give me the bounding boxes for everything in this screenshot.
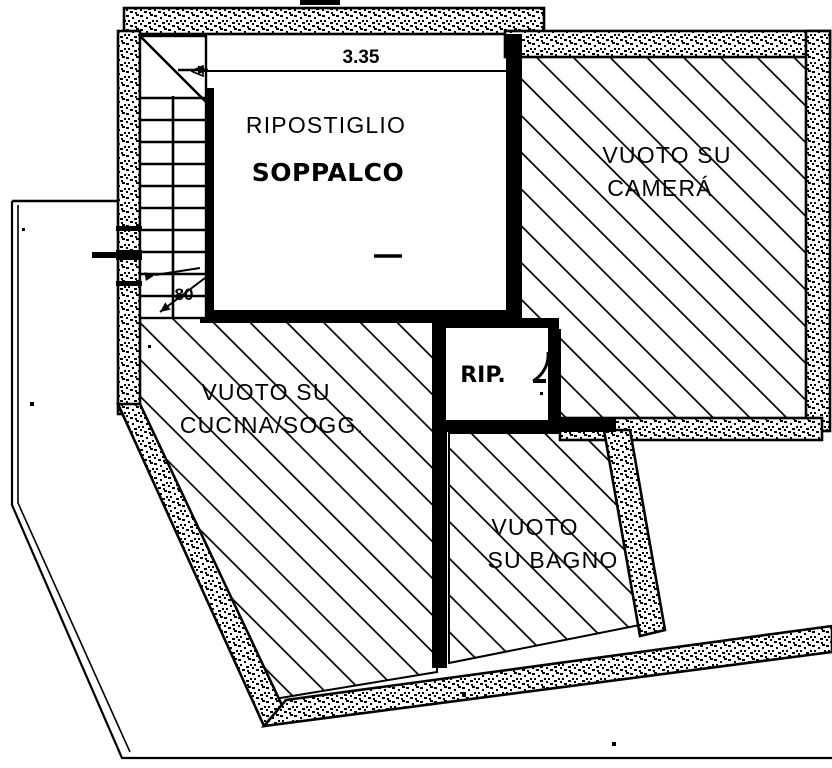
dimension-80-line-b <box>159 277 206 313</box>
plan-geometry: 3.35 80 RIPOSTIGLIO SOPPALCO VUOTO SU CA… <box>10 0 832 760</box>
label-vuoto-su-bagno-line1: VUOTO <box>491 514 578 540</box>
label-vuoto-su-cucina-line2: CUCINA/SOGG. <box>180 412 364 438</box>
staircase-treads <box>140 96 206 298</box>
wall-top-north <box>122 6 546 36</box>
staircase <box>138 34 208 320</box>
wall-rip-closet-south <box>440 418 616 432</box>
label-vuoto-su-camera-line1: VUOTO SU <box>602 142 731 168</box>
wall-rip-closet-east <box>546 318 559 426</box>
staircase-diagonal <box>139 35 207 103</box>
wall-bagno-east-angled <box>602 428 667 638</box>
dimension-80: 80 <box>144 267 206 313</box>
label-vuoto-su-bagno-line2: SU BAGNO <box>487 547 618 573</box>
room-rip-closet-fill <box>446 328 548 420</box>
dimension-80-line-a <box>144 267 201 281</box>
label-vuoto-su-cucina-line1: VUOTO SU <box>201 379 330 405</box>
scan-artifacts <box>22 0 616 746</box>
wall-cucina-bagno-divider <box>432 320 447 668</box>
wall-east <box>804 29 832 433</box>
wall-stairs-east <box>203 88 214 318</box>
terrace-outline-inner <box>17 205 131 753</box>
wall-south-angled <box>260 624 832 728</box>
room-vuoto-su-camera-fill <box>520 56 813 425</box>
wall-opening-left <box>92 226 142 286</box>
wall-top-north-east <box>503 29 832 59</box>
wall-rip-closet-north <box>440 318 558 330</box>
label-rip-closet-handwritten: RIP. <box>460 363 506 388</box>
wall-west <box>116 29 142 416</box>
terrace-outline <box>10 201 832 760</box>
dimension-80-value: 80 <box>175 285 194 304</box>
label-ripostiglio: RIPOSTIGLIO <box>246 112 406 138</box>
dimension-3-35: 3.35 <box>203 47 508 71</box>
wall-ripostiglio-south <box>200 310 510 323</box>
label-soppalco-handwritten: SOPPALCO <box>252 158 405 187</box>
dimension-3-35-value: 3.35 <box>343 47 380 68</box>
wall-ripostiglio-east <box>506 34 522 334</box>
label-vuoto-su-camera-line2: CAMERÁ <box>607 175 713 201</box>
